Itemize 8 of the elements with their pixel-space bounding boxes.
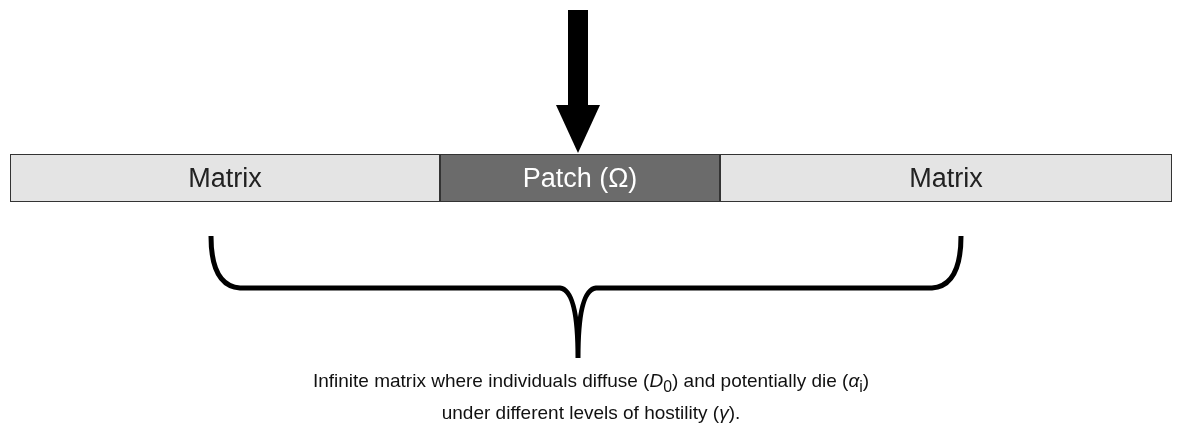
arrow (556, 10, 600, 153)
description-text: Infinite matrix where individuals diffuse (D$_{0}$) and potentially die (α$_{i}$) under different levels of hostility (γ). (311, 369, 871, 425)
patch-bar (440, 154, 720, 202)
bar-label: Patch (Ω) (522, 162, 638, 194)
matrix-bar (10, 154, 440, 202)
bar-label: Matrix (909, 162, 983, 194)
matrix-bar (720, 154, 1172, 202)
bar-label: Matrix (188, 162, 262, 194)
